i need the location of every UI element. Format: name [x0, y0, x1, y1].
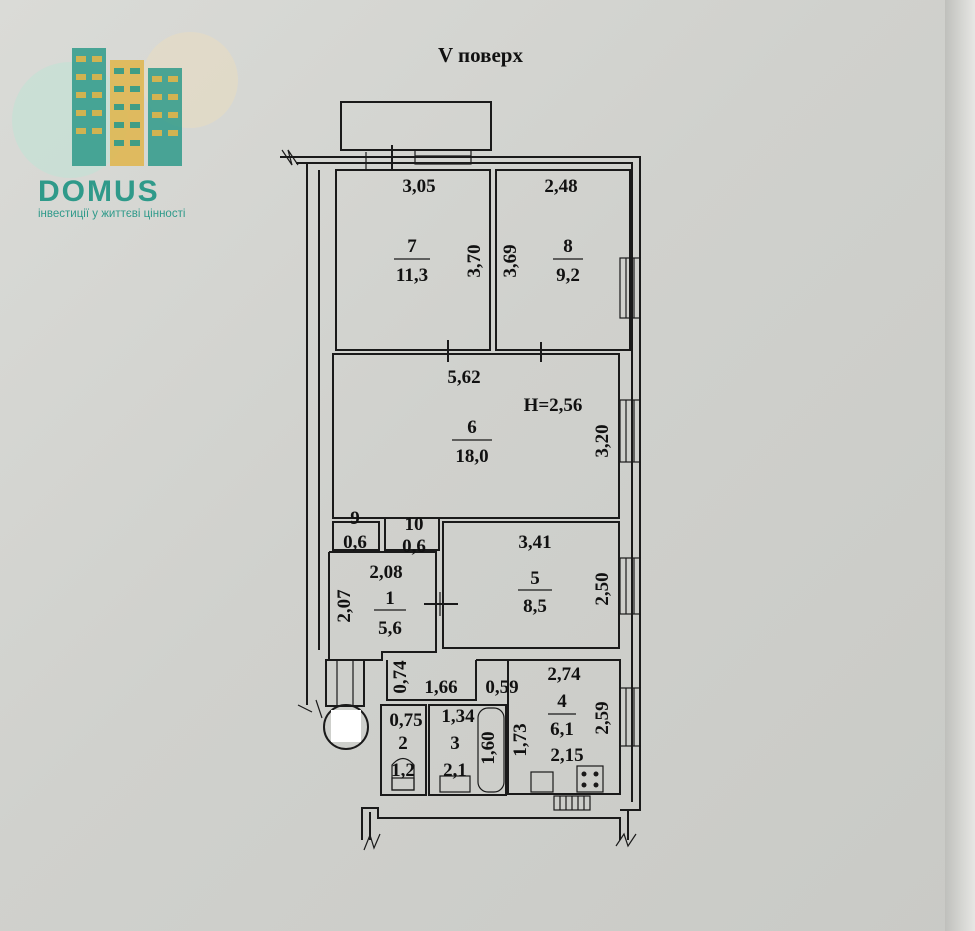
dim-r6-height: 3,20: [592, 424, 613, 457]
dim-r5-width: 3,41: [518, 532, 551, 553]
room-5: [442, 521, 620, 649]
room-6-number: 6: [467, 417, 477, 438]
dim-r4-width: 2,74: [547, 664, 581, 685]
room-6-area: 18,0: [455, 446, 488, 467]
room-8-number: 8: [563, 236, 573, 257]
room-7-area: 11,3: [396, 265, 428, 286]
room-2-number: 2: [398, 733, 408, 754]
room-7-number: 7: [407, 236, 417, 257]
toilet-icon: [391, 757, 415, 791]
dim-r1-height: 2,07: [334, 589, 355, 623]
room-10: [384, 517, 440, 551]
room-1-area: 5,6: [378, 618, 402, 639]
room-3: [428, 704, 507, 796]
dim-r4-215: 2,15: [550, 745, 583, 766]
balcony: [340, 101, 492, 151]
corridor: [386, 660, 477, 701]
room-8: [495, 169, 631, 351]
bottom-wall: [361, 807, 621, 840]
break-mark-top: [281, 149, 299, 166]
dim-r4-173: 1,73: [510, 723, 531, 756]
redaction-patch: [331, 710, 361, 742]
ceiling-height: H=2,56: [524, 395, 583, 416]
break-mark-bottom-left: [363, 833, 381, 851]
room-9-number: 9: [350, 508, 360, 529]
door-marks: [365, 145, 542, 616]
kitchen-sink-icon: [530, 771, 554, 793]
paper-edge: [945, 0, 975, 931]
room-9-area: 0,6: [343, 532, 367, 553]
stove-icon: [576, 765, 604, 793]
shaft: [325, 659, 365, 707]
room-4-number: 4: [557, 691, 567, 712]
dim-corridor-059: 0,59: [485, 677, 518, 698]
dim-r2-width: 0,75: [389, 710, 422, 731]
dim-corridor-074: 0,74: [390, 660, 411, 694]
dim-r7-width: 3,05: [402, 176, 435, 197]
dim-r5-height: 2,50: [592, 572, 613, 605]
room-9: [332, 521, 380, 551]
dim-r8-width: 2,48: [544, 176, 577, 197]
room-7: [335, 169, 491, 351]
room-4-area: 6,1: [550, 719, 574, 740]
dim-r3-width: 1,34: [441, 706, 475, 727]
room-5-number: 5: [530, 568, 540, 589]
room-5-area: 8,5: [523, 596, 547, 617]
exterior-wall-right-inner: [296, 162, 633, 802]
logo-tagline: інвестиції у життєві цінності: [38, 208, 185, 220]
dim-r6-width: 5,62: [447, 367, 480, 388]
fixtures: [391, 707, 604, 811]
windows: [414, 149, 641, 747]
room-3-number: 3: [450, 733, 460, 754]
logo-buildings-icon: [72, 48, 182, 166]
dim-r8-height: 3,69: [500, 244, 521, 277]
room-1-number: 1: [385, 588, 395, 609]
dim-corridor-166: 1,66: [424, 677, 457, 698]
bathtub-icon: [477, 707, 505, 793]
dim-r1-width: 2,08: [369, 562, 402, 583]
break-mark-left: [297, 699, 323, 719]
dim-r4-height: 2,59: [592, 701, 613, 734]
room-4: [476, 659, 621, 795]
room-6: [332, 353, 620, 519]
break-mark-bottom-right: [615, 832, 637, 848]
room-8-area: 9,2: [556, 265, 580, 286]
exterior-wall-right: [280, 156, 641, 811]
domus-logo: DOMUS інвестиції у життєві цінності: [12, 32, 238, 220]
fraction-lines: [374, 258, 583, 715]
sink-icon: [439, 775, 471, 793]
room-10-number: 10: [405, 514, 424, 535]
dim-r3-height: 1,60: [478, 731, 499, 764]
logo-word: DOMUS: [38, 175, 160, 208]
floor-title: V поверх: [438, 43, 523, 67]
room-3-area: 2,1: [443, 760, 467, 781]
room-2-area: 1,2: [391, 760, 415, 781]
room-2: [380, 704, 427, 796]
room-10-area: 0,6: [402, 536, 426, 557]
dim-r7-height: 3,70: [464, 244, 485, 277]
